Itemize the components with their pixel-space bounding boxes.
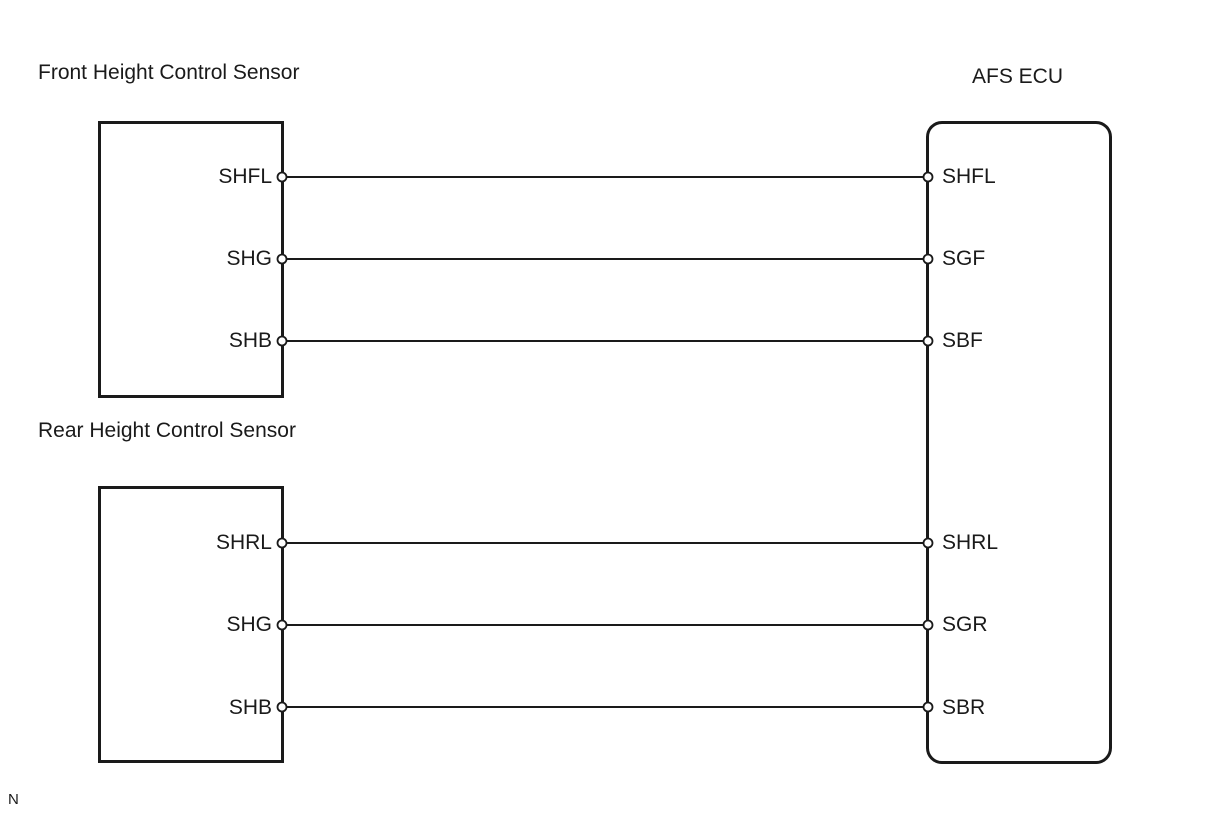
front-pin-shb-label: SHB xyxy=(228,329,272,352)
ecu-box xyxy=(926,121,1112,764)
terminal-front-shfl xyxy=(276,171,288,183)
terminal-ecu-sbf xyxy=(922,335,934,347)
ecu-pin-sgf-label: SGF xyxy=(942,247,986,270)
terminal-rear-shrl xyxy=(276,537,288,549)
ecu-pin-shrl-label: SHRL xyxy=(942,531,999,554)
rear-pin-shrl-label: SHRL xyxy=(215,531,272,554)
ecu-pin-sgr-label: SGR xyxy=(942,613,988,636)
terminal-ecu-sgf xyxy=(922,253,934,265)
terminal-front-shb xyxy=(276,335,288,347)
ecu-pin-shfl-label: SHFL xyxy=(942,165,996,188)
rear-pin-shg-label: SHG xyxy=(226,613,272,636)
terminal-ecu-shfl xyxy=(922,171,934,183)
terminal-rear-shb xyxy=(276,701,288,713)
front-pin-shg-label: SHG xyxy=(226,247,272,270)
corner-mark: N xyxy=(8,791,19,808)
terminal-ecu-sgr xyxy=(922,619,934,631)
rear-sensor-title: Rear Height Control Sensor xyxy=(38,419,296,442)
ecu-title: AFS ECU xyxy=(972,65,1064,88)
ecu-pin-sbr-label: SBR xyxy=(942,696,986,719)
rear-pin-shb-label: SHB xyxy=(228,696,272,719)
terminal-ecu-shrl xyxy=(922,537,934,549)
terminal-ecu-sbr xyxy=(922,701,934,713)
ecu-pin-sbf-label: SBF xyxy=(942,329,983,352)
front-pin-shfl-label: SHFL xyxy=(218,165,272,188)
terminal-rear-shg xyxy=(276,619,288,631)
terminal-front-shg xyxy=(276,253,288,265)
front-sensor-title: Front Height Control Sensor xyxy=(38,61,300,84)
